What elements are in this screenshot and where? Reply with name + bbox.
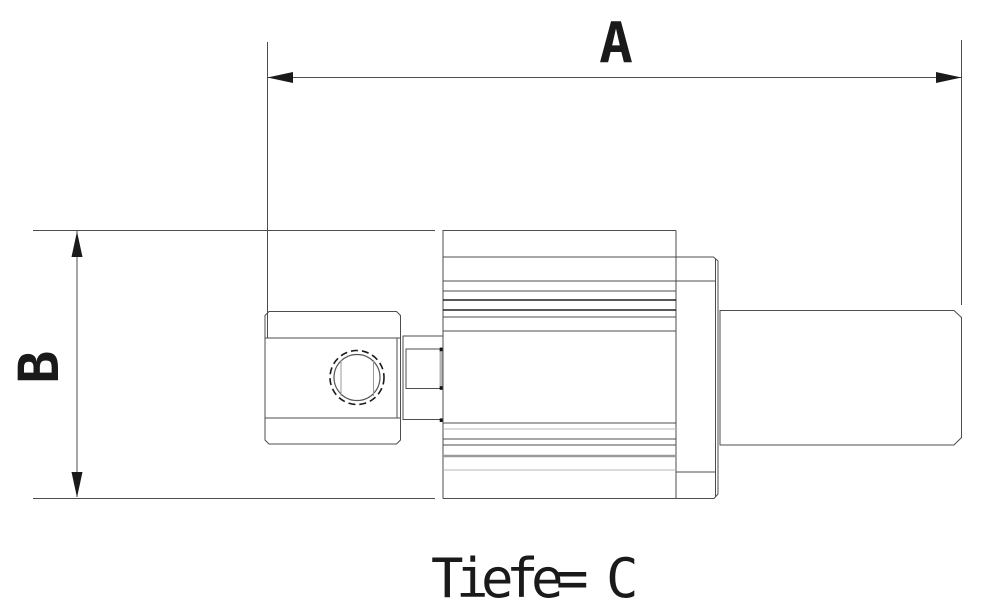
main-body: [442, 230, 716, 499]
edge-endpoint-marker: [439, 347, 444, 352]
flange-collar: [676, 256, 719, 499]
clamp-screw-hole: [329, 349, 385, 406]
dimension-b: B: [7, 230, 435, 499]
left-block: [264, 311, 401, 445]
edge-endpoint-marker: [439, 418, 444, 422]
neck-outer-outline: [402, 335, 443, 420]
flange-outline: [676, 256, 719, 499]
dim-b-arrowhead-down-icon: [71, 472, 83, 498]
dim-b-label: B: [7, 350, 71, 383]
dim-a-arrowhead-right-icon: [936, 72, 962, 83]
left-block-outline: [264, 311, 401, 445]
screw-thread-circle: [329, 349, 385, 406]
neck-inner-outline: [405, 348, 441, 389]
screw-bore-circle: [333, 353, 381, 402]
depth-note-label: Tiefe= C: [431, 547, 635, 610]
dim-a-arrowhead-left-icon: [267, 72, 293, 83]
dimension-a: A: [267, 11, 962, 338]
neck-adapter: [402, 335, 444, 422]
shaft-outline: [719, 310, 962, 446]
dim-b-arrowhead-up-icon: [71, 231, 83, 257]
edge-endpoint-marker: [439, 386, 444, 390]
shaft-cylinder: [719, 310, 962, 446]
main-body-top-left-outline: [442, 230, 676, 499]
dim-a-label: A: [599, 11, 633, 76]
